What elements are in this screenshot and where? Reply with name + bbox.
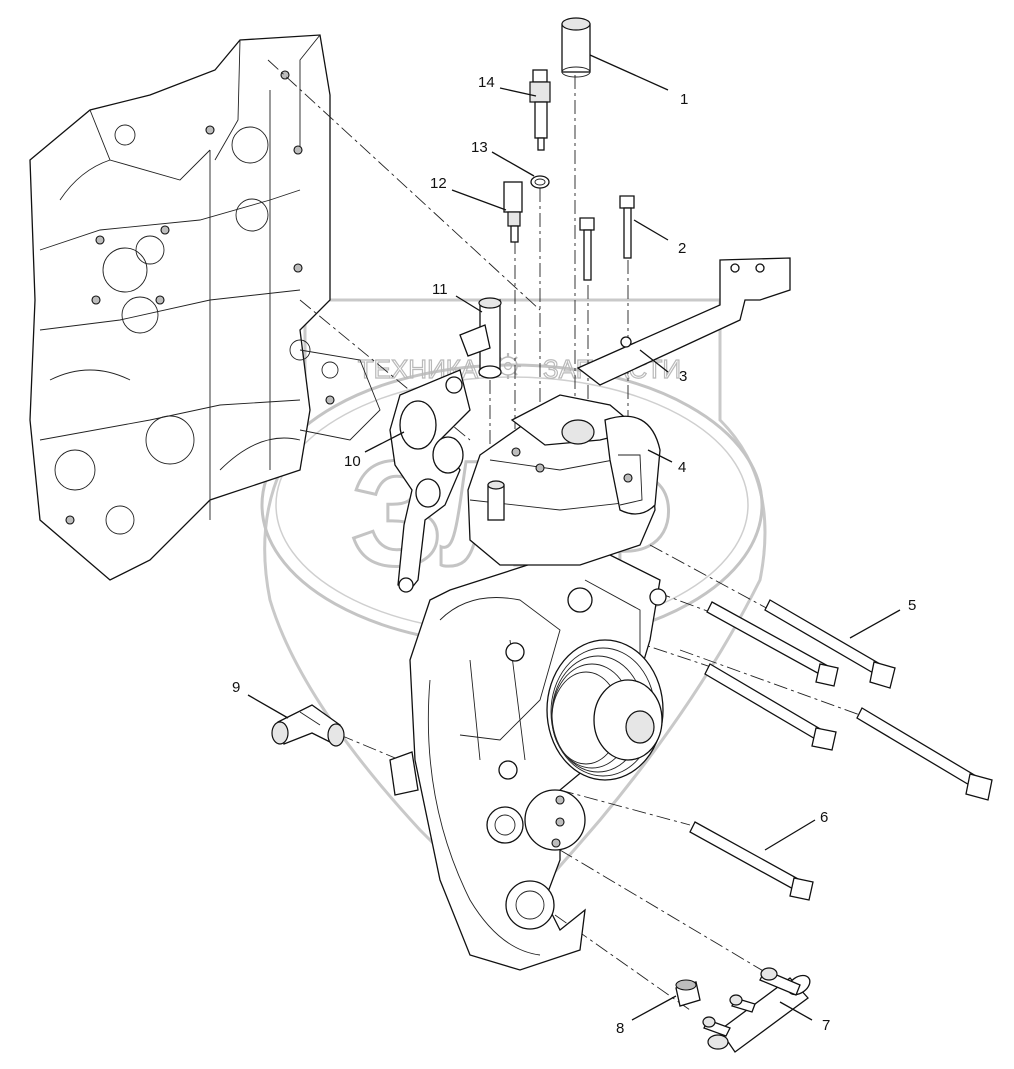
callout-3: 3 bbox=[679, 368, 687, 385]
gasket bbox=[389, 369, 471, 593]
elbow-pipe-9 bbox=[271, 704, 345, 747]
o-ring-13 bbox=[530, 175, 550, 189]
pump-pulley bbox=[546, 639, 664, 781]
callout-7: 7 bbox=[822, 1017, 830, 1034]
bolt-2b bbox=[619, 195, 635, 259]
callout-11: 11 bbox=[432, 281, 448, 298]
callout-5: 5 bbox=[908, 597, 916, 614]
callout-1: 1 bbox=[680, 91, 688, 108]
bolt-5a bbox=[706, 601, 839, 687]
bolt-5d bbox=[856, 707, 993, 801]
callout-9: 9 bbox=[232, 679, 240, 696]
coolant-fitting-11 bbox=[459, 297, 502, 379]
bolt-6 bbox=[689, 821, 814, 901]
sensor-14 bbox=[529, 69, 551, 151]
callout-labels: 1 2 3 4 5 6 7 8 9 10 11 12 13 14 bbox=[232, 74, 916, 1037]
callout-4: 4 bbox=[678, 459, 686, 476]
plug-8 bbox=[675, 979, 701, 1007]
bolt-5b bbox=[764, 599, 896, 689]
callout-6: 6 bbox=[820, 809, 828, 826]
callout-12: 12 bbox=[430, 175, 447, 192]
temperature-sensor-12 bbox=[503, 181, 523, 243]
leader-lines bbox=[247, 54, 901, 1021]
tube-7 bbox=[702, 967, 811, 1053]
sleeve-1 bbox=[561, 17, 591, 78]
callout-14: 14 bbox=[478, 74, 495, 91]
bracket-3 bbox=[576, 257, 791, 386]
thermostat-housing bbox=[467, 394, 661, 566]
bolt-2a bbox=[579, 217, 595, 281]
callout-8: 8 bbox=[616, 1020, 624, 1037]
engine-block bbox=[29, 34, 381, 581]
callout-10: 10 bbox=[344, 453, 361, 470]
callout-13: 13 bbox=[471, 139, 488, 156]
bolt-5c bbox=[704, 663, 837, 751]
callout-2: 2 bbox=[678, 240, 686, 257]
